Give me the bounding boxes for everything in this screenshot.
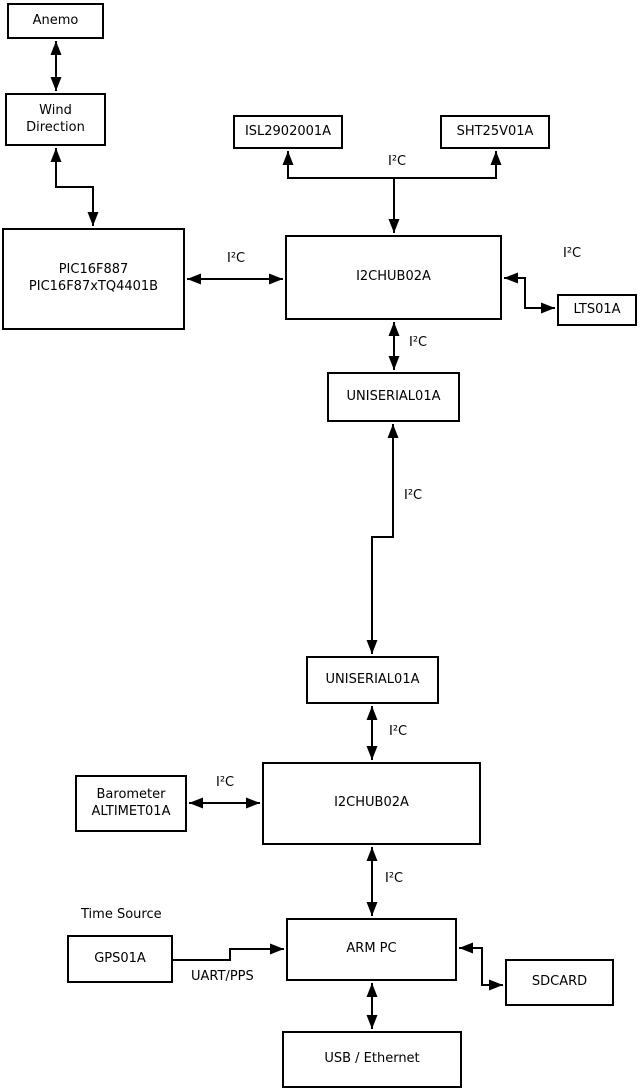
- connector-hub1-lts: [504, 272, 555, 314]
- node-pic16f887: PIC16F887 PIC16F87xTQ4401B: [2, 228, 185, 330]
- node-barometer-altimet01a-label: Barometer ALTIMET01A: [91, 786, 171, 819]
- edge-label-i2c-uniserial-hub2: I²C: [389, 724, 408, 739]
- node-uniserial01a-bottom-label: UNISERIAL01A: [325, 671, 420, 687]
- node-usb-ethernet: USB / Ethernet: [282, 1031, 462, 1088]
- node-uniserial01a-top-label: UNISERIAL01A: [346, 388, 441, 404]
- node-i2chub02a-top: I2CHUB02A: [285, 235, 502, 320]
- node-sdcard: SDCARD: [505, 959, 614, 1006]
- node-anemo-label: Anemo: [32, 12, 79, 28]
- node-sht25v01a: SHT25V01A: [440, 115, 550, 149]
- annotation-time-source: Time Source: [81, 907, 162, 922]
- edge-label-i2c-hub-uniserial: I²C: [409, 335, 428, 350]
- node-i2chub02a-top-label: I2CHUB02A: [356, 269, 431, 285]
- node-gps01a: GPS01A: [67, 935, 173, 983]
- connector-hub1-isl-sht-bus: [282, 151, 502, 179]
- node-i2chub02a-bottom-label: I2CHUB02A: [334, 795, 409, 811]
- edge-label-i2c-barometer: I²C: [216, 775, 235, 790]
- connector-gps-armpc: [173, 943, 284, 961]
- connector-armpc-sdcard: [459, 942, 503, 991]
- edge-label-i2c-uniserial-link: I²C: [404, 488, 423, 503]
- node-barometer-altimet01a: Barometer ALTIMET01A: [75, 775, 187, 832]
- connector-wind-pic: [50, 148, 99, 226]
- node-isl2902001a: ISL2902001A: [233, 115, 343, 149]
- node-lts01a: LTS01A: [557, 294, 637, 326]
- node-wind-direction-label: Wind Direction: [26, 102, 85, 135]
- node-uniserial01a-top: UNISERIAL01A: [327, 372, 460, 422]
- node-pic16f887-label: PIC16F887 PIC16F87xTQ4401B: [28, 262, 159, 294]
- node-i2chub02a-bottom: I2CHUB02A: [262, 762, 481, 845]
- node-gps01a-label: GPS01A: [94, 950, 146, 966]
- node-arm-pc: ARM PC: [286, 918, 457, 981]
- node-arm-pc-label: ARM PC: [346, 941, 397, 957]
- edge-label-i2c-hub-lts: I²C: [563, 246, 582, 261]
- node-isl2902001a-label: ISL2902001A: [244, 123, 332, 139]
- edge-label-i2c-pic-hub: I²C: [227, 251, 246, 266]
- node-wind-direction: Wind Direction: [5, 93, 106, 146]
- edge-label-i2c-hub2-arm: I²C: [385, 871, 404, 886]
- node-lts01a-label: LTS01A: [573, 301, 621, 317]
- edge-label-uart-pps: UART/PPS: [191, 969, 254, 984]
- node-uniserial01a-bottom: UNISERIAL01A: [306, 656, 439, 704]
- node-sht25v01a-label: SHT25V01A: [456, 123, 534, 139]
- node-usb-ethernet-label: USB / Ethernet: [324, 1051, 420, 1067]
- node-sdcard-label: SDCARD: [531, 974, 588, 990]
- node-anemo: Anemo: [7, 3, 104, 39]
- connector-uniserial1-uniserial2: [366, 424, 399, 654]
- edge-label-i2c-sensors-bus: I²C: [388, 154, 407, 169]
